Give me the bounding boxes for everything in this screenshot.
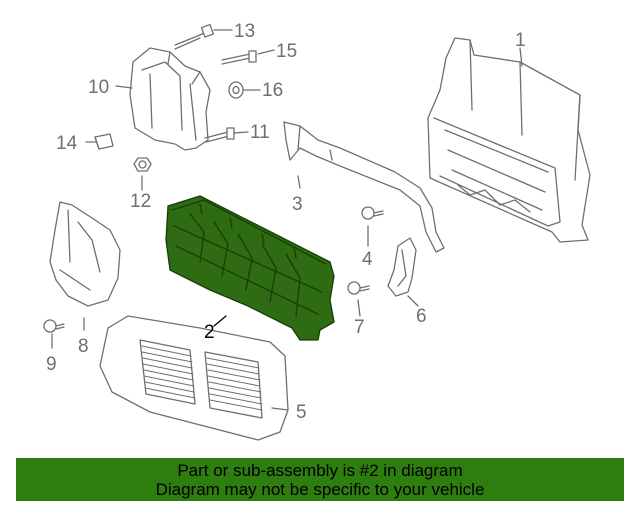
callout-16: 16 <box>262 80 283 101</box>
part-6-bracket <box>387 237 417 297</box>
part-9-screw <box>43 319 65 333</box>
grille-slats <box>141 345 263 411</box>
part-13-bolt <box>174 23 215 50</box>
part-14-clip <box>94 133 114 150</box>
callout-9: 9 <box>46 354 57 375</box>
part-2-grille-shutter-highlighted <box>165 195 335 341</box>
callout-13: 13 <box>234 21 255 42</box>
callout-8: 8 <box>78 336 89 357</box>
exploded-parts-diagram: 1 2 3 4 5 6 7 8 9 10 11 12 13 14 15 16 <box>43 21 591 441</box>
leader-lines <box>51 29 523 411</box>
banner-line-disclaimer: Diagram may not be specific to your vehi… <box>155 480 485 499</box>
part-5-lower-grille <box>99 315 289 441</box>
callout-5: 5 <box>296 402 307 423</box>
part-7-screw <box>347 281 370 295</box>
part-12-nut <box>133 157 152 172</box>
part-11-bolt <box>204 127 235 143</box>
part-3-upper-bracket <box>283 121 445 253</box>
callout-3: 3 <box>292 194 303 215</box>
part-10-air-guide-bracket <box>129 47 211 151</box>
part-15-bolt <box>221 50 257 65</box>
callout-10: 10 <box>88 77 109 98</box>
part-4-screw <box>361 206 384 220</box>
callout-15: 15 <box>276 41 297 62</box>
callout-7: 7 <box>354 317 365 338</box>
callout-6: 6 <box>416 306 427 327</box>
banner-line-part-info: Part or sub-assembly is #2 in diagram <box>177 461 463 480</box>
callout-4: 4 <box>362 249 373 270</box>
part-8-deflector <box>49 201 121 307</box>
callout-12: 12 <box>130 191 151 212</box>
part-1-radiator-support <box>427 37 591 243</box>
callout-11: 11 <box>250 122 270 143</box>
part-16-grommet <box>228 81 244 99</box>
info-banner: Part or sub-assembly is #2 in diagram Di… <box>16 458 624 501</box>
callout-14: 14 <box>56 133 78 154</box>
callout-labels: 1 2 3 4 5 6 7 8 9 10 11 12 13 14 15 16 <box>46 21 526 423</box>
callout-2: 2 <box>204 322 215 343</box>
callout-1: 1 <box>515 30 526 51</box>
